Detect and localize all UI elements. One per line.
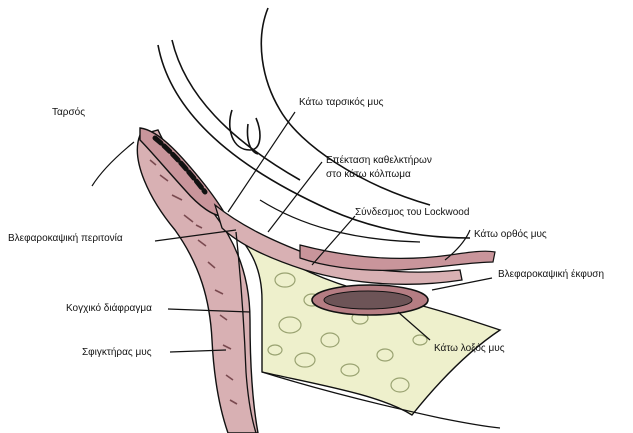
label-lockwood-ligament: Σύνδεσμος του Lockwood <box>355 206 469 219</box>
label-palpebral-septum: Βλεφαροκαψική περιτονία <box>8 232 123 245</box>
label-orbital-septum: Κογχικό διάφραγμα <box>66 302 152 315</box>
label-suspensory-extension-line2: στο κάτω κόλπωμα <box>326 168 411 181</box>
label-suspensory-extension-line1: Επέκταση καθελκτήρων <box>326 154 432 167</box>
inferior-oblique-core <box>324 291 412 309</box>
label-tarsus: Ταρσός <box>52 106 85 119</box>
label-orbicularis: Σφιγκτήρας μυς <box>82 346 152 359</box>
label-capsulopalpebral-head: Βλεφαροκαψική έκφυση <box>498 268 604 281</box>
label-inferior-tarsal-muscle: Κάτω ταρσικός μυς <box>299 96 383 109</box>
label-inferior-oblique: Κάτω λοξός μυς <box>434 342 505 355</box>
leader-inferior-tarsal <box>228 112 295 212</box>
leader-suspensory <box>268 162 322 232</box>
leader-tarsus <box>92 142 134 186</box>
label-inferior-rectus: Κάτω ορθός μυς <box>474 228 547 241</box>
